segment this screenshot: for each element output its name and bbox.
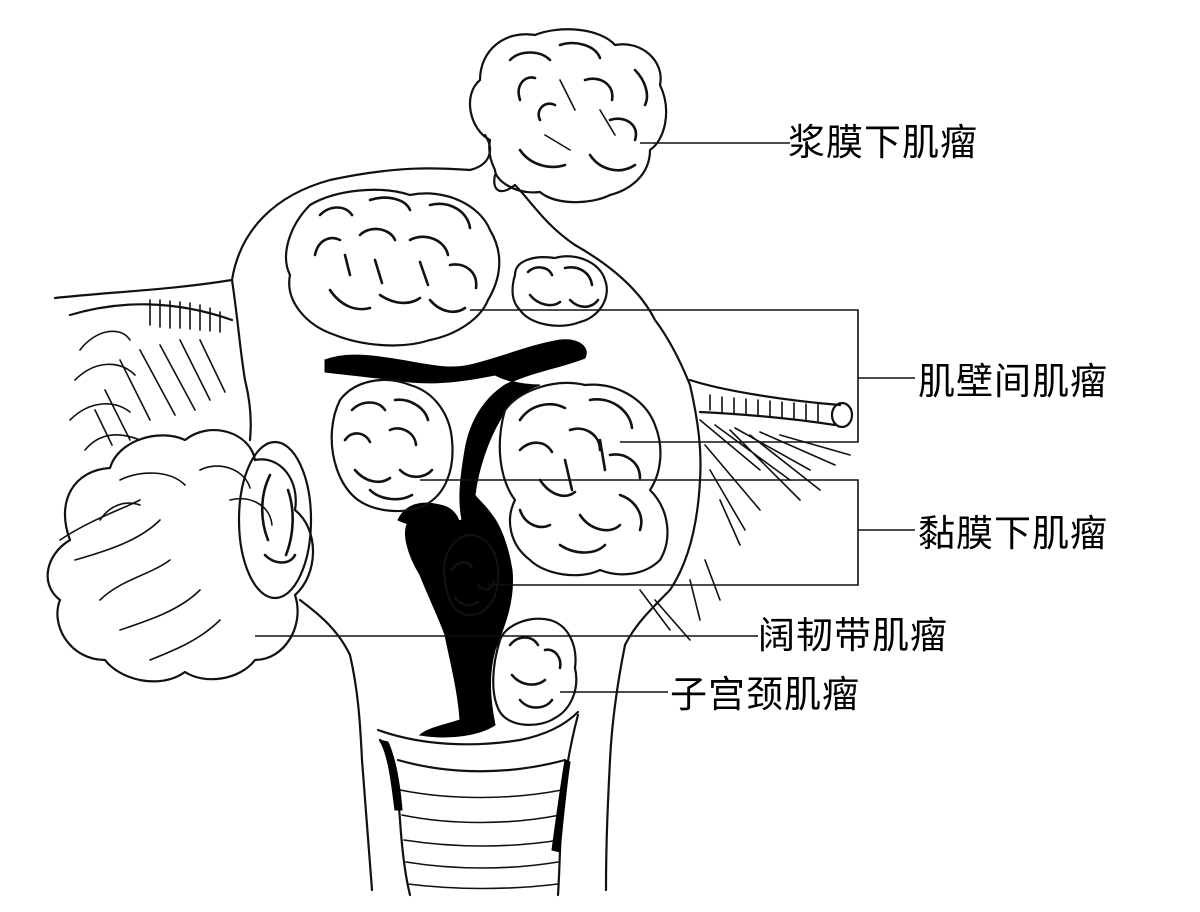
intramural-myoma-right <box>498 381 669 577</box>
submucosal-myoma-pedunculated <box>442 533 500 617</box>
right-fallopian-tube <box>639 378 854 641</box>
intramural-myoma-upper <box>285 188 501 347</box>
submucosal-myoma-left <box>330 378 454 513</box>
label-subserosal-myoma: 浆膜下肌瘤 <box>788 121 978 164</box>
uterine-body-outline <box>230 133 702 892</box>
cervical-myoma <box>492 617 578 726</box>
left-adnexa <box>53 278 234 451</box>
subserosal-myoma <box>468 28 668 204</box>
uterine-cavity <box>324 339 587 738</box>
label-submucosal-myoma: 黏膜下肌瘤 <box>918 512 1108 555</box>
label-cervical-myoma: 子宫颈肌瘤 <box>670 673 860 716</box>
broad-ligament-myoma <box>46 429 315 683</box>
intramural-myoma-small <box>511 255 608 327</box>
cervix-vagina <box>376 710 580 897</box>
label-broad-ligament-myoma: 阔韧带肌瘤 <box>758 614 948 657</box>
label-intramural-myoma: 肌壁间肌瘤 <box>918 360 1108 403</box>
leader-submucosal-bracket <box>420 479 915 586</box>
leader-intramural-bracket <box>470 309 915 443</box>
leader-lines <box>255 142 915 693</box>
